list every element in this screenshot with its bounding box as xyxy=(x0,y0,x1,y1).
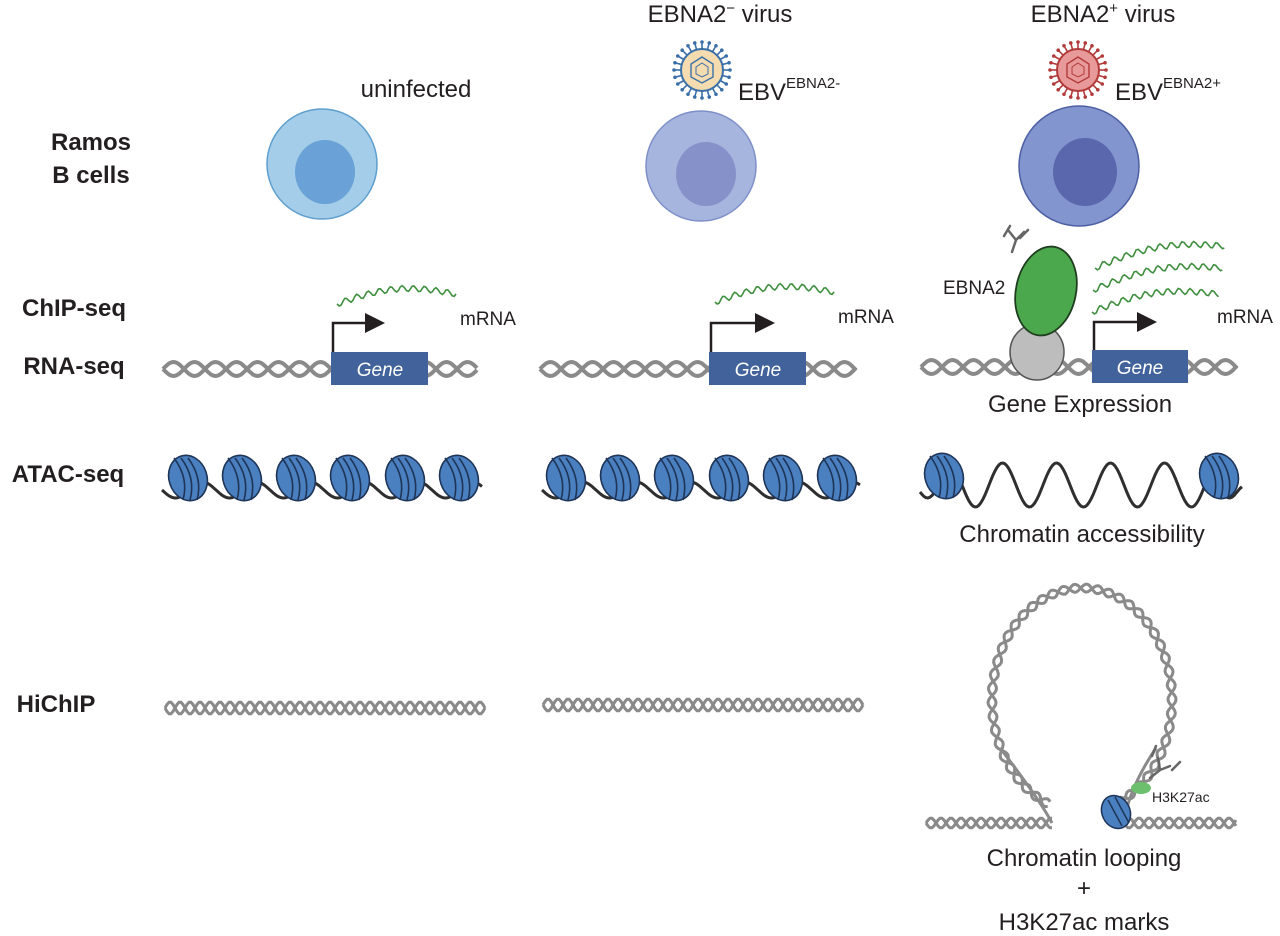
mrna-transcript-uninfected xyxy=(336,284,457,307)
caption-gene-expression: Gene Expression xyxy=(988,391,1172,418)
header-ebna2-pos-virus: EBNA2+ virus xyxy=(1031,0,1176,28)
loop-anchor-nucleosome xyxy=(1100,794,1132,830)
mrna-label-uninfected: mRNA xyxy=(460,309,516,330)
ebv-ebna2-neg-virus-icon xyxy=(672,40,732,100)
dna-strand-ebna2-neg xyxy=(538,359,858,379)
antibody-icon-h3k27ac xyxy=(1148,744,1182,780)
row-label-chip-seq: ChIP-seq xyxy=(22,295,126,322)
gene-box-ebna2-neg: Gene xyxy=(709,352,806,385)
mrna-label-ebna2-neg: mRNA xyxy=(838,307,894,328)
linear-dna-uninfected xyxy=(163,700,487,716)
caption-chromatin-accessibility: Chromatin accessibility xyxy=(959,521,1204,548)
caption-h3k27ac-marks: H3K27ac marks xyxy=(999,909,1170,936)
ebna2-label: EBNA2 xyxy=(943,278,1005,299)
row-label-rna-seq: RNA-seq xyxy=(23,353,124,380)
nucleosome-array-uninfected xyxy=(160,454,483,502)
dna-strand-uninfected xyxy=(161,359,479,379)
svg-text:Gene: Gene xyxy=(735,360,781,381)
cell-ebna2-pos xyxy=(1018,105,1140,227)
cell-ebna2-neg xyxy=(645,110,757,222)
tss-arrow-ebna2-pos xyxy=(1092,312,1157,350)
dna-strand-ebna2-pos xyxy=(919,357,1239,377)
ebv-ebna2-pos-virus-icon xyxy=(1048,40,1108,100)
tss-arrow-ebna2-neg xyxy=(709,313,775,352)
h3k27ac-label: H3K27ac xyxy=(1152,789,1210,805)
caption-plus: + xyxy=(1077,875,1091,902)
tss-arrow-uninfected xyxy=(331,313,385,352)
label-ebv-ebna2-neg: EBVEBNA2- xyxy=(738,75,840,106)
mrna-transcript-ebna2-neg xyxy=(714,282,835,305)
svg-text:Gene: Gene xyxy=(1117,358,1163,379)
nucleosome-array-ebna2-neg xyxy=(540,454,861,502)
cell-uninfected xyxy=(266,108,378,220)
header-ebna2-neg-virus: EBNA2− virus xyxy=(648,0,793,28)
mrna-label-ebna2-pos: mRNA xyxy=(1217,307,1273,328)
row-label-atac-seq: ATAC-seq xyxy=(12,461,124,488)
h3k27ac-mark xyxy=(1131,782,1151,794)
caption-chromatin-looping: Chromatin looping xyxy=(987,845,1182,872)
row-label-hichip: HiChIP xyxy=(17,691,96,718)
linear-dna-ebna2-neg xyxy=(541,697,865,713)
ebna2-protein-complex xyxy=(1009,245,1078,381)
gene-box-uninfected: Gene xyxy=(331,352,428,385)
row-label-ramos: Ramos xyxy=(51,129,131,156)
row-label-bcells: B cells xyxy=(52,162,129,189)
svg-text:Gene: Gene xyxy=(357,360,403,381)
header-uninfected: uninfected xyxy=(361,76,472,103)
gene-box-ebna2-pos: Gene xyxy=(1092,350,1188,383)
antibody-icon-ebna2 xyxy=(1002,224,1030,254)
label-ebv-ebna2-pos: EBVEBNA2+ xyxy=(1115,75,1221,106)
open-chromatin-ebna2-pos xyxy=(918,452,1243,509)
mrna-transcripts-ebna2-pos xyxy=(1091,240,1225,315)
